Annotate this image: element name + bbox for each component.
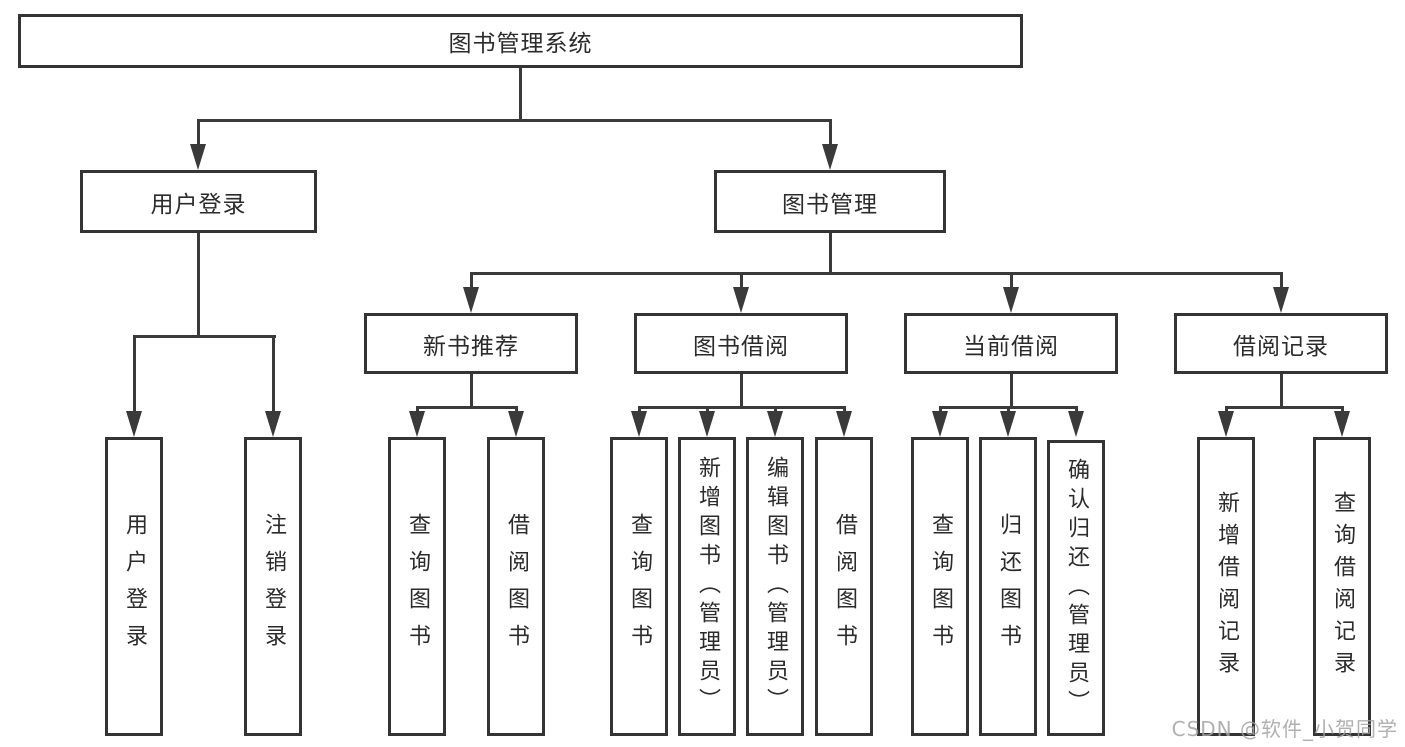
- node-new-book-recommend: 新书推荐: [364, 313, 578, 374]
- leaf-query-books: 查询图书: [911, 437, 969, 736]
- node-new-book-recommend-label: 新书推荐: [423, 333, 519, 360]
- arrow-down-icon: [1218, 411, 1234, 437]
- leaf-confirm-return-admin: 确认归还（管理员）: [1047, 440, 1105, 736]
- edge-level2-rail: [197, 119, 832, 122]
- arrow-down-icon: [1000, 411, 1016, 437]
- leaf-borrow-books-label: 借阅图书: [504, 512, 529, 661]
- edge-section-stem: [470, 374, 473, 409]
- node-user-login: 用户登录: [80, 170, 317, 233]
- node-book-borrow-label: 图书借阅: [693, 333, 789, 360]
- leaf-query-books-label: 查询图书: [627, 512, 652, 661]
- leaf-add-books-admin-label: 新增图书（管理员）: [695, 456, 720, 717]
- leaf-query-borrow-record-label: 查询借阅记录: [1330, 490, 1355, 683]
- node-user-login-label: 用户登录: [150, 191, 247, 218]
- edge-level3-rail: [470, 272, 1283, 275]
- node-borrow-records-label: 借阅记录: [1233, 333, 1329, 360]
- edge-drop-leaf: [272, 335, 275, 415]
- arrow-down-icon: [190, 144, 206, 170]
- leaf-logout: 注销登录: [244, 437, 302, 736]
- arrow-down-icon: [836, 411, 852, 437]
- edge-drop-leaf: [133, 335, 136, 415]
- edge-section-rail: [416, 406, 518, 409]
- arrow-down-icon: [767, 411, 783, 437]
- arrow-down-icon: [126, 411, 142, 437]
- leaf-edit-books-admin: 编辑图书（管理员）: [746, 437, 804, 736]
- leaf-confirm-return-admin-label: 确认归还（管理员）: [1064, 457, 1089, 719]
- edge-root-stem: [519, 67, 522, 122]
- edge-drop-section: [740, 272, 743, 292]
- edge-drop-section: [1280, 272, 1283, 292]
- leaf-query-books: 查询图书: [388, 437, 446, 736]
- leaf-query-books-label: 查询图书: [928, 512, 953, 661]
- arrow-down-icon: [1273, 287, 1289, 313]
- edge-user-login-stem: [197, 233, 200, 338]
- leaf-edit-books-admin-label: 编辑图书（管理员）: [763, 456, 788, 717]
- node-current-borrow-label: 当前借阅: [963, 333, 1059, 360]
- leaf-return-books-label: 归还图书: [996, 512, 1021, 661]
- arrow-down-icon: [265, 411, 281, 437]
- edge-book-management-stem: [829, 233, 832, 275]
- leaf-return-books: 归还图书: [979, 437, 1037, 736]
- arrow-down-icon: [932, 411, 948, 437]
- node-root: 图书管理系统: [18, 14, 1023, 68]
- arrow-down-icon: [733, 287, 749, 313]
- edge-section-rail: [638, 406, 846, 409]
- edge-section-stem: [1010, 374, 1013, 409]
- node-current-borrow: 当前借阅: [904, 313, 1118, 374]
- node-root-label: 图书管理系统: [448, 31, 593, 57]
- edge-user-login-rail: [133, 335, 276, 338]
- leaf-borrow-books: 借阅图书: [815, 437, 873, 736]
- leaf-query-borrow-record: 查询借阅记录: [1313, 437, 1371, 736]
- edge-drop-book-management: [829, 119, 832, 150]
- leaf-user-login: 用户登录: [105, 437, 163, 736]
- edge-section-stem: [740, 374, 743, 409]
- arrow-down-icon: [699, 411, 715, 437]
- leaf-borrow-books: 借阅图书: [487, 437, 545, 736]
- leaf-add-borrow-record: 新增借阅记录: [1197, 437, 1255, 736]
- node-borrow-records: 借阅记录: [1174, 313, 1388, 374]
- arrow-down-icon: [1334, 411, 1350, 437]
- node-book-borrow: 图书借阅: [634, 313, 848, 374]
- arrow-down-icon: [631, 411, 647, 437]
- edge-section-stem: [1280, 374, 1283, 409]
- node-book-management: 图书管理: [714, 170, 946, 233]
- arrow-down-icon: [1068, 411, 1084, 437]
- leaf-user-login-label: 用户登录: [122, 512, 147, 661]
- arrow-down-icon: [508, 411, 524, 437]
- leaf-borrow-books-label: 借阅图书: [832, 512, 857, 661]
- arrow-down-icon: [1003, 287, 1019, 313]
- leaf-add-borrow-record-label: 新增借阅记录: [1214, 490, 1239, 683]
- leaf-logout-label: 注销登录: [261, 512, 286, 661]
- arrow-down-icon: [409, 411, 425, 437]
- csdn-watermark: CSDN @软件_小贺同学: [1171, 717, 1398, 741]
- leaf-query-books-label: 查询图书: [405, 512, 430, 661]
- arrow-down-icon: [463, 287, 479, 313]
- edge-drop-user-login: [197, 119, 200, 150]
- leaf-add-books-admin: 新增图书（管理员）: [678, 437, 736, 736]
- arrow-down-icon: [822, 144, 838, 170]
- leaf-query-books: 查询图书: [610, 437, 668, 736]
- node-book-management-label: 图书管理: [782, 191, 878, 218]
- edge-section-rail: [1225, 406, 1344, 409]
- edge-drop-section: [470, 272, 473, 292]
- edge-drop-section: [1010, 272, 1013, 292]
